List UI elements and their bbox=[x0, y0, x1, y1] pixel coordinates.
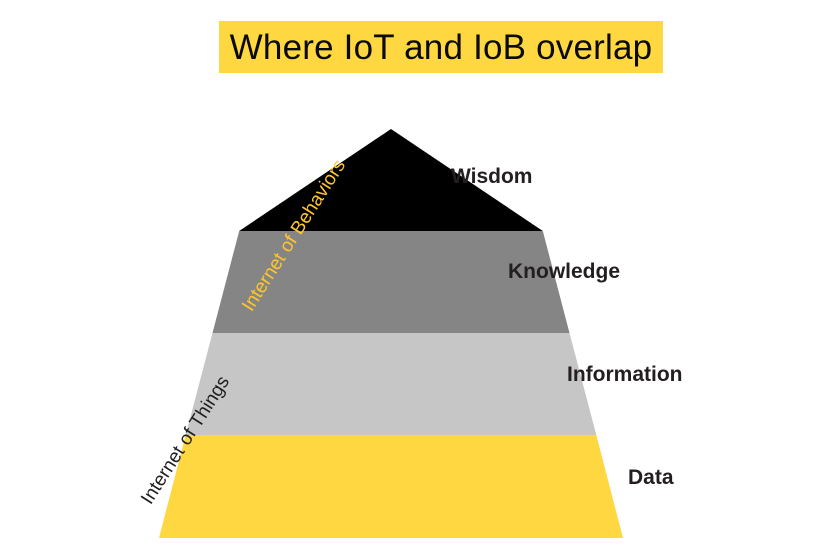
pyramid-tier-wisdom bbox=[239, 129, 543, 231]
pyramid-tier-data bbox=[159, 435, 623, 538]
title-banner: Where IoT and IoB overlap bbox=[219, 21, 663, 73]
pyramid-tier-knowledge bbox=[212, 231, 570, 333]
tier-label-knowledge: Knowledge bbox=[508, 260, 621, 283]
tier-label-information: Information bbox=[567, 363, 683, 386]
pyramid-tier-information bbox=[185, 333, 597, 435]
tier-label-data: Data bbox=[628, 466, 674, 489]
page-title: Where IoT and IoB overlap bbox=[229, 27, 653, 67]
tier-label-wisdom: Wisdom bbox=[451, 165, 533, 188]
